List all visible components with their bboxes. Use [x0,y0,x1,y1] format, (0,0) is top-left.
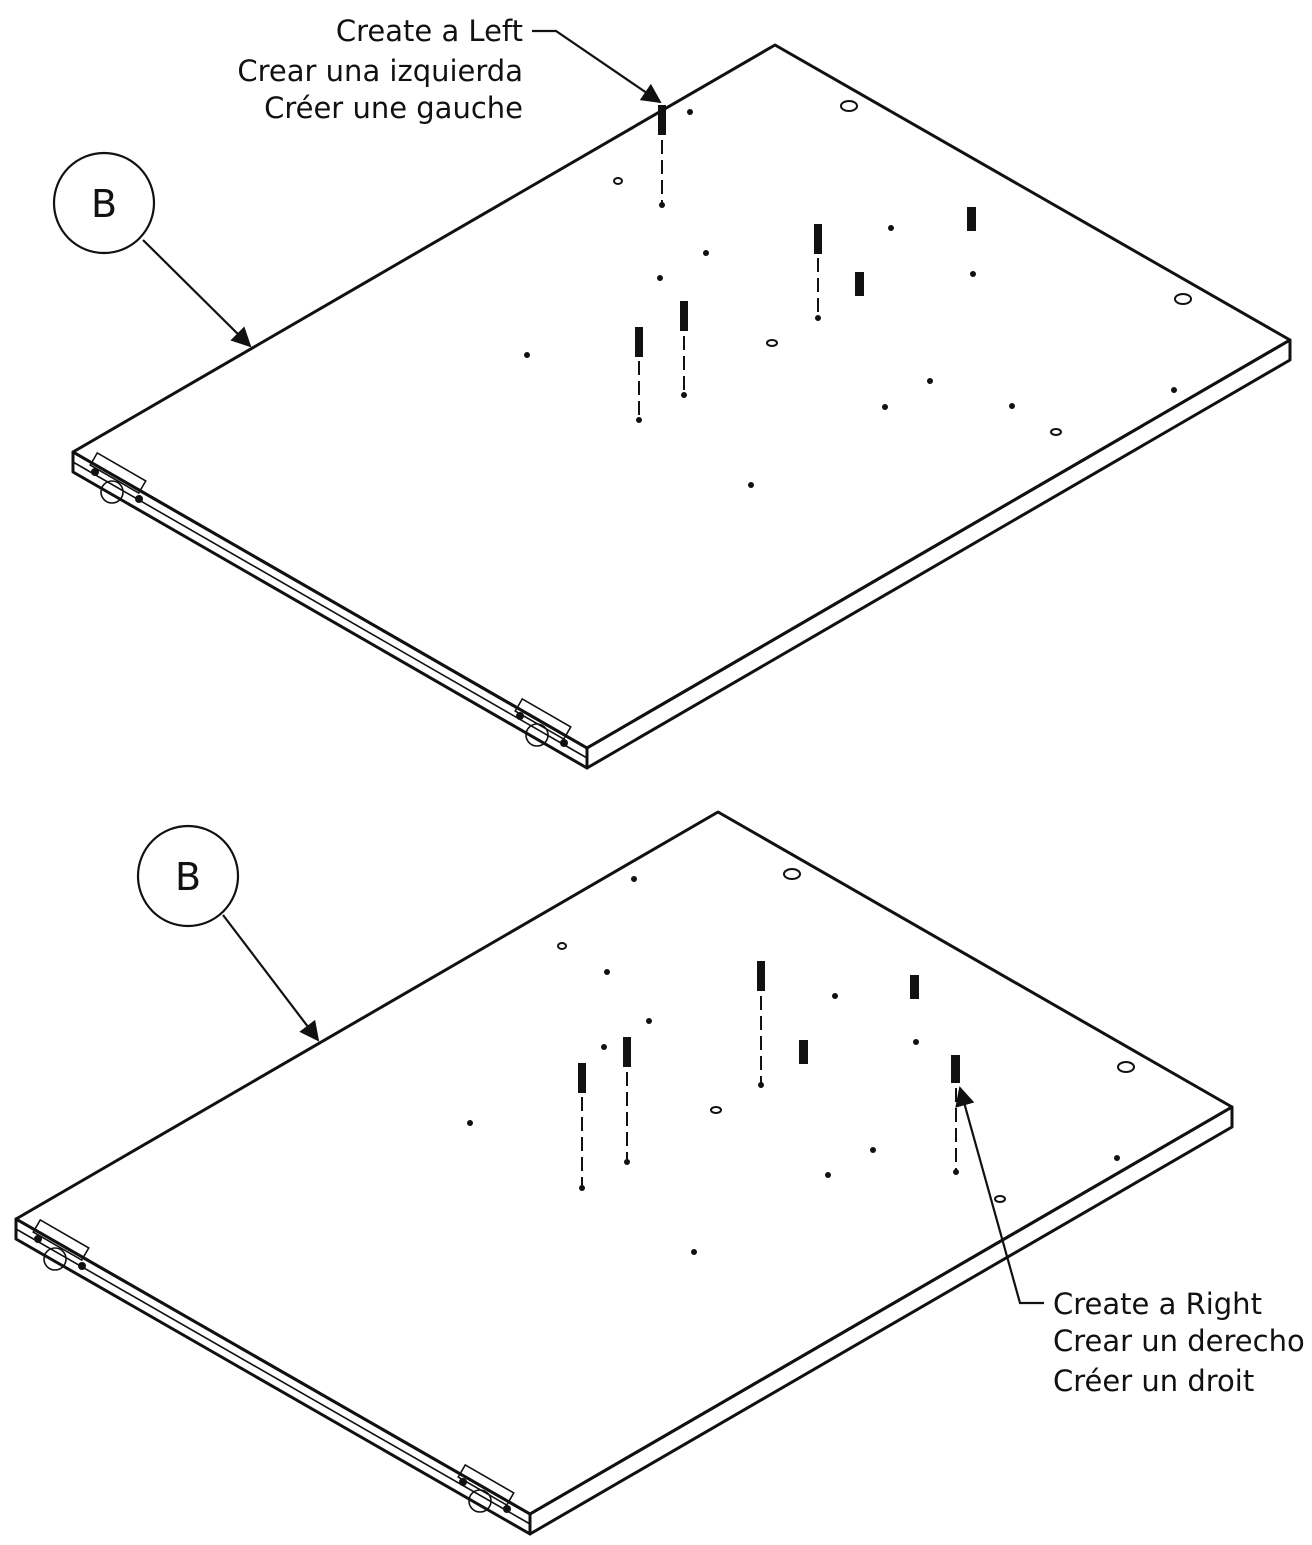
callout-right: Create a Right Crear un derecho Créer un… [955,1086,1305,1398]
panel-top-side-edge [585,338,1292,770]
holes-top [524,100,1192,488]
balloon-top: B [52,151,252,348]
fasteners-bottom [578,961,960,1191]
holes-bottom [467,868,1135,1255]
callout-left-line-1: Create a Left [336,14,523,48]
callout-right-line-2: Crear un derecho [1053,1324,1305,1358]
balloon-top-label: B [91,182,117,226]
callout-left: Create a Left Crear una izquierda Créer … [237,14,662,125]
cam-lock-left [89,451,147,504]
callout-left-line-3: Créer une gauche [264,91,523,125]
callout-right-leader [955,1086,1044,1305]
callout-left-leader [532,29,662,104]
balloon-bottom-label: B [175,855,201,899]
cam-lock-bottom-left [32,1218,90,1271]
fasteners-top [635,105,976,423]
panel-top [71,43,1292,770]
callout-right-line-3: Créer un droit [1053,1364,1254,1398]
callout-left-line-2: Crear una izquierda [237,54,523,88]
cam-lock-bottom-right [457,1463,515,1513]
callout-right-line-1: Create a Right [1053,1287,1262,1321]
cam-lock-right [514,697,572,747]
balloon-bottom: B [136,824,320,1042]
panel-bottom-side-edge [528,1105,1234,1536]
